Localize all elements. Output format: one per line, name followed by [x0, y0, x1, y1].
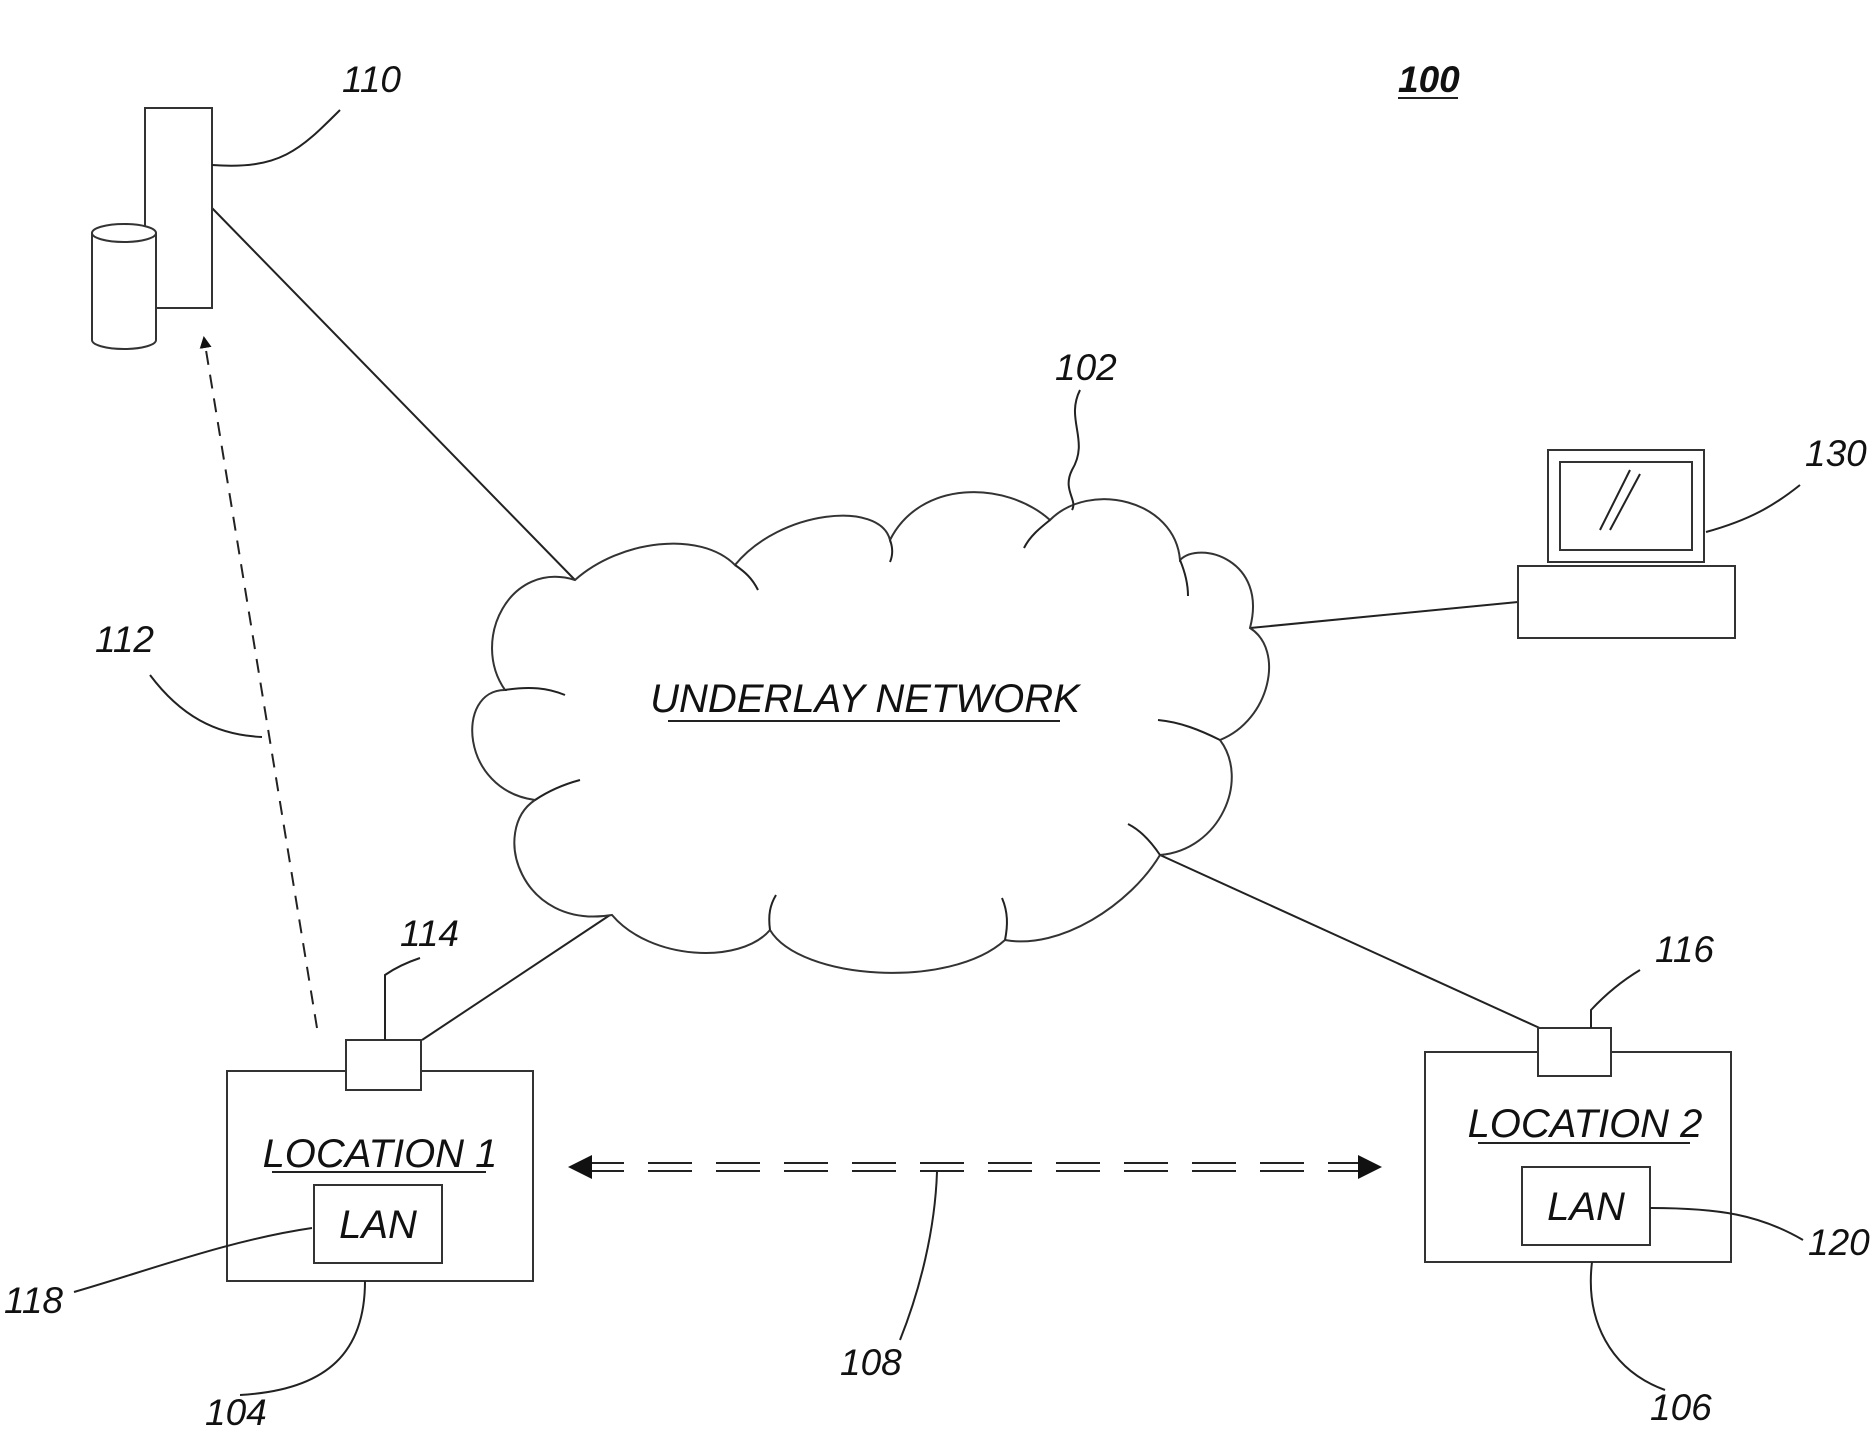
- overlay-link-ref-label: 108: [840, 1342, 902, 1383]
- edge-device-1-ref-label: 114: [400, 913, 459, 954]
- figure-number: 100: [1398, 59, 1460, 100]
- lan-1-ref-label: 118: [4, 1280, 63, 1321]
- lan-1-label: LAN: [339, 1203, 417, 1247]
- server-icon: [92, 108, 212, 349]
- underlay-network-label: UNDERLAY NETWORK: [650, 677, 1082, 721]
- location-1-ref-label: 104: [205, 1392, 267, 1432]
- server-ref-label: 110: [342, 59, 401, 100]
- lan-2-ref-label: 120: [1808, 1222, 1870, 1263]
- location2-network-link: [1160, 855, 1544, 1030]
- location-2-ref-label: 106: [1650, 1387, 1712, 1428]
- terminal-ref-leader: [1706, 485, 1800, 532]
- network-ref-leader: [1069, 390, 1080, 510]
- network-ref-label: 102: [1055, 347, 1117, 388]
- edge-device-2-ref-leader: [1591, 970, 1640, 1028]
- server-network-link: [212, 208, 575, 580]
- edge-device-2: [1538, 1028, 1611, 1076]
- location-2-ref-leader: [1591, 1262, 1665, 1390]
- location-2-label: LOCATION 2: [1468, 1102, 1703, 1146]
- overlay-link-arrow-right: [1358, 1155, 1382, 1179]
- server-ref-leader: [212, 110, 340, 166]
- terminal-ref-label: 130: [1805, 433, 1867, 474]
- overlay-link-ref-leader: [900, 1172, 937, 1340]
- underlay-network-cloud: [472, 492, 1269, 973]
- edge-device-2-ref-label: 116: [1655, 929, 1714, 970]
- tunnel-ref-label: 112: [95, 619, 154, 660]
- location-1-ref-leader: [240, 1281, 365, 1395]
- edge-device-1-ref-leader: [385, 958, 420, 1040]
- lan-2-label: LAN: [1547, 1185, 1625, 1229]
- terminal-network-link: [1250, 602, 1518, 628]
- tunnel-to-server-arrow: [204, 338, 317, 1028]
- tunnel-ref-leader: [150, 675, 262, 737]
- overlay-link-arrow-left: [568, 1155, 592, 1179]
- location-1-label: LOCATION 1: [263, 1132, 498, 1176]
- computer-terminal-icon: [1518, 450, 1735, 638]
- edge-device-1: [346, 1040, 421, 1090]
